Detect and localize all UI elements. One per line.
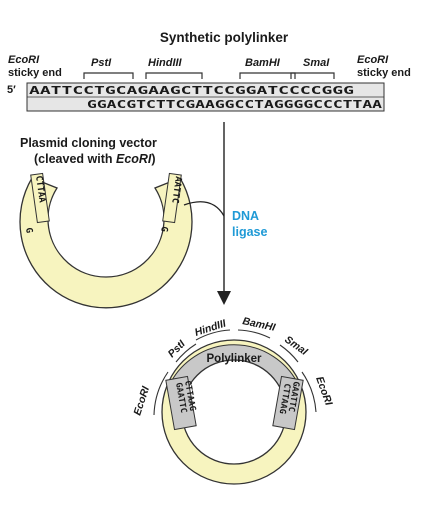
result-psti-label: PstI	[166, 337, 189, 360]
result-smai-label: SmaI	[282, 334, 310, 359]
polylinker-insert-label: Polylinker	[207, 353, 262, 365]
figure-title: Synthetic polylinker	[160, 30, 289, 45]
left-end-outer: CTTAA	[33, 175, 47, 204]
top-strand: AATTCCTGCAGAAGCTTCCGGATCCCCGGG	[29, 86, 354, 97]
result-ecori-left-label: EcoRI	[131, 384, 152, 417]
ligase-label-dna: DNA	[232, 209, 259, 223]
psti-label: PstI	[91, 57, 112, 69]
right-end-outer: AATTC	[169, 176, 183, 204]
vector-label-cleaved: (cleaved with EcoRI)	[34, 152, 156, 166]
ligase-curve-arrow	[183, 201, 225, 217]
bamhi-label: BamHI	[245, 57, 281, 69]
site-brackets	[83, 72, 335, 79]
vector-label: Plasmid cloning vector	[20, 136, 157, 150]
sticky-end-right-label: sticky end	[357, 67, 411, 79]
five-prime-label: 5′	[7, 84, 16, 96]
ligase-label-ligase: ligase	[232, 225, 267, 239]
recombinant-plasmid	[153, 329, 317, 485]
right-end-inner: G	[158, 226, 169, 233]
left-end-inner: G	[23, 227, 34, 234]
ecori-right-label: EcoRI	[357, 54, 389, 66]
ecori-left-label: EcoRI	[8, 54, 40, 66]
bottom-strand: GGACGTCTTCGAAGGCCTAGGGGCCCTTAA	[87, 100, 382, 111]
smai-label: SmaI	[303, 57, 330, 69]
result-hindiii-label: HindIII	[193, 317, 228, 339]
result-ecori-right-label: EcoRI	[313, 375, 335, 408]
open-plasmid-vector	[19, 177, 193, 309]
left-sticky-end	[30, 172, 50, 224]
hindiii-label: HindIII	[148, 57, 183, 69]
sticky-end-left-label: sticky end	[8, 67, 62, 79]
right-sticky-end	[162, 172, 182, 224]
